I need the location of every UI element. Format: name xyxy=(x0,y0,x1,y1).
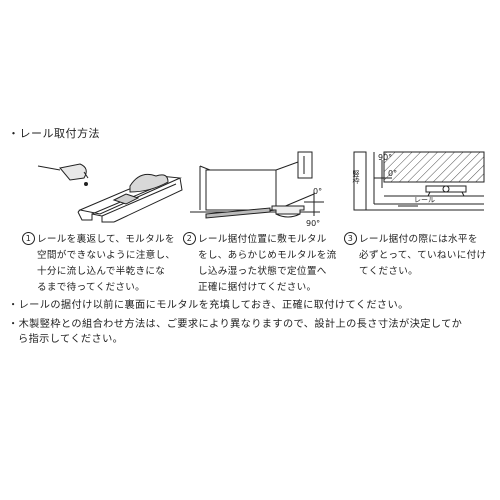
section-heading: ・レール取付方法 xyxy=(8,127,100,140)
rail-label: レール xyxy=(414,196,435,204)
note-2: ・木製竪枠との組合わせ方法は、ご要求により異なりますので、設計上の長さ寸法が決定… xyxy=(8,317,462,347)
step-text-line: をし、あらかじめモルタルを流 xyxy=(198,250,337,261)
step-text-line: し込み湿った状態で定位置へ xyxy=(198,266,327,277)
angle-90-label: 90° xyxy=(306,219,320,228)
step-text-line: 正確に据付けてください。 xyxy=(198,282,317,293)
note-text-line: ・レールの据付け以前に裏面にモルタルを充填しておき、正確に取付けてください。 xyxy=(8,300,409,311)
step-text-line: 空間ができないように注意し、 xyxy=(37,250,176,261)
angle-90-label: 90° xyxy=(378,153,392,162)
note-text-line: ら指示してください。 xyxy=(18,334,124,345)
angle-0-label: 0° xyxy=(388,169,397,178)
step-number: 3 xyxy=(344,232,357,245)
step-text-line: るまで待ってください。 xyxy=(37,282,146,293)
figure-rail-setting: 0° 90° xyxy=(190,151,324,228)
figure-leveling: 90° 0° 竪枠 レール xyxy=(352,151,485,211)
note-text-line: ・木製竪枠との組合わせ方法は、ご要求により異なりますので、設計上の長さ寸法が決定… xyxy=(8,319,463,330)
step-number: 1 xyxy=(22,232,35,245)
step-text-line: レールを裏返して、モルタルを xyxy=(37,234,175,245)
step-text-line: 必ずとって、ていねいに付け xyxy=(359,250,487,261)
figure-mortar-fill xyxy=(37,163,183,223)
step-text-line: レール据付位置に敷モルタル xyxy=(198,234,327,245)
angle-0-label: 0° xyxy=(313,187,322,196)
step-text-line: レール据付の際には水平を xyxy=(359,234,478,245)
jamb-label: 竪枠 xyxy=(352,170,360,185)
note-1: ・レールの据付け以前に裏面にモルタルを充填しておき、正確に取付けてください。 xyxy=(8,298,409,313)
step-text-line: てください。 xyxy=(359,266,419,277)
step-number: 2 xyxy=(183,232,196,245)
step-text-line: 十分に流し込んで半乾きにな xyxy=(37,266,166,277)
